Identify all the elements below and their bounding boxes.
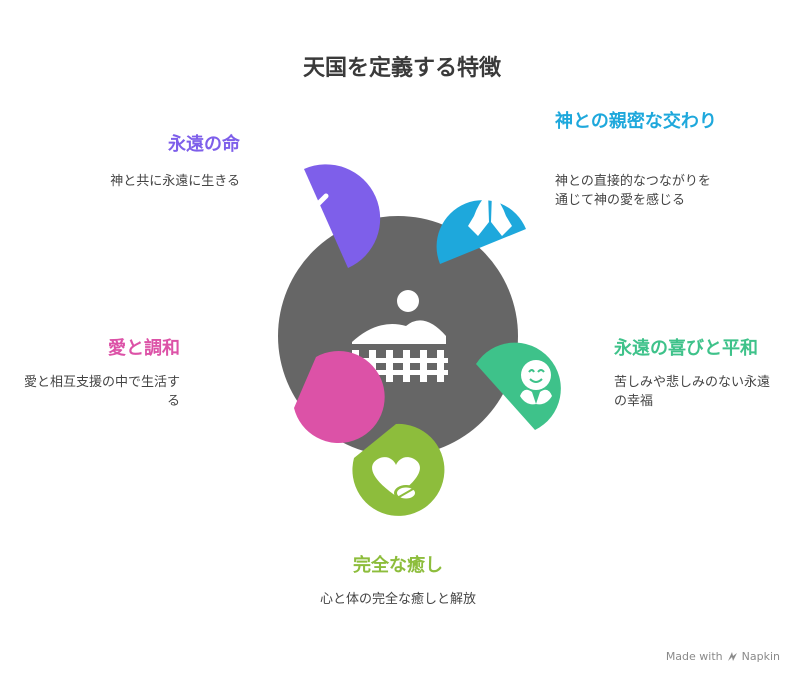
healing-node	[352, 423, 445, 516]
napkin-logo-icon	[727, 652, 737, 661]
hugging-people-icon	[236, 356, 266, 396]
healing-description: 心と体の完全な癒しと解放	[319, 592, 476, 607]
love-description: 愛と相互支援の中で生活する	[23, 375, 180, 409]
napkin-brand: Napkin	[741, 650, 780, 663]
communion-node	[436, 192, 526, 264]
communion-description: 神との直接的なつながりを通じて神の愛を感じる	[555, 174, 711, 208]
healing-heading: 完全な癒し	[353, 555, 443, 576]
landscape-fence-icon	[348, 290, 448, 382]
joy-description: 苦しみや悲しみのない永遠の幸福	[614, 375, 771, 409]
joy-node	[476, 342, 561, 430]
joy-heading: 永遠の喜びと平和	[614, 338, 758, 359]
cross-icon	[283, 193, 329, 239]
love-node	[236, 351, 385, 444]
made-with-napkin[interactable]: Made with Napkin	[666, 650, 780, 663]
eternal-heading: 永遠の命	[168, 134, 240, 155]
love-heading: 愛と調和	[108, 338, 180, 359]
eternal-node	[283, 164, 381, 268]
communion-heading: 神との親密な交わり	[555, 111, 717, 132]
heart-pill-icon	[372, 457, 420, 501]
made-with-label: Made with	[665, 650, 723, 663]
praying-hands-icon	[468, 192, 512, 236]
page-title: 天国を定義する特徴	[302, 56, 501, 81]
smiling-face-icon	[520, 360, 552, 405]
eternal-description: 神と共に永遠に生きる	[110, 174, 240, 189]
